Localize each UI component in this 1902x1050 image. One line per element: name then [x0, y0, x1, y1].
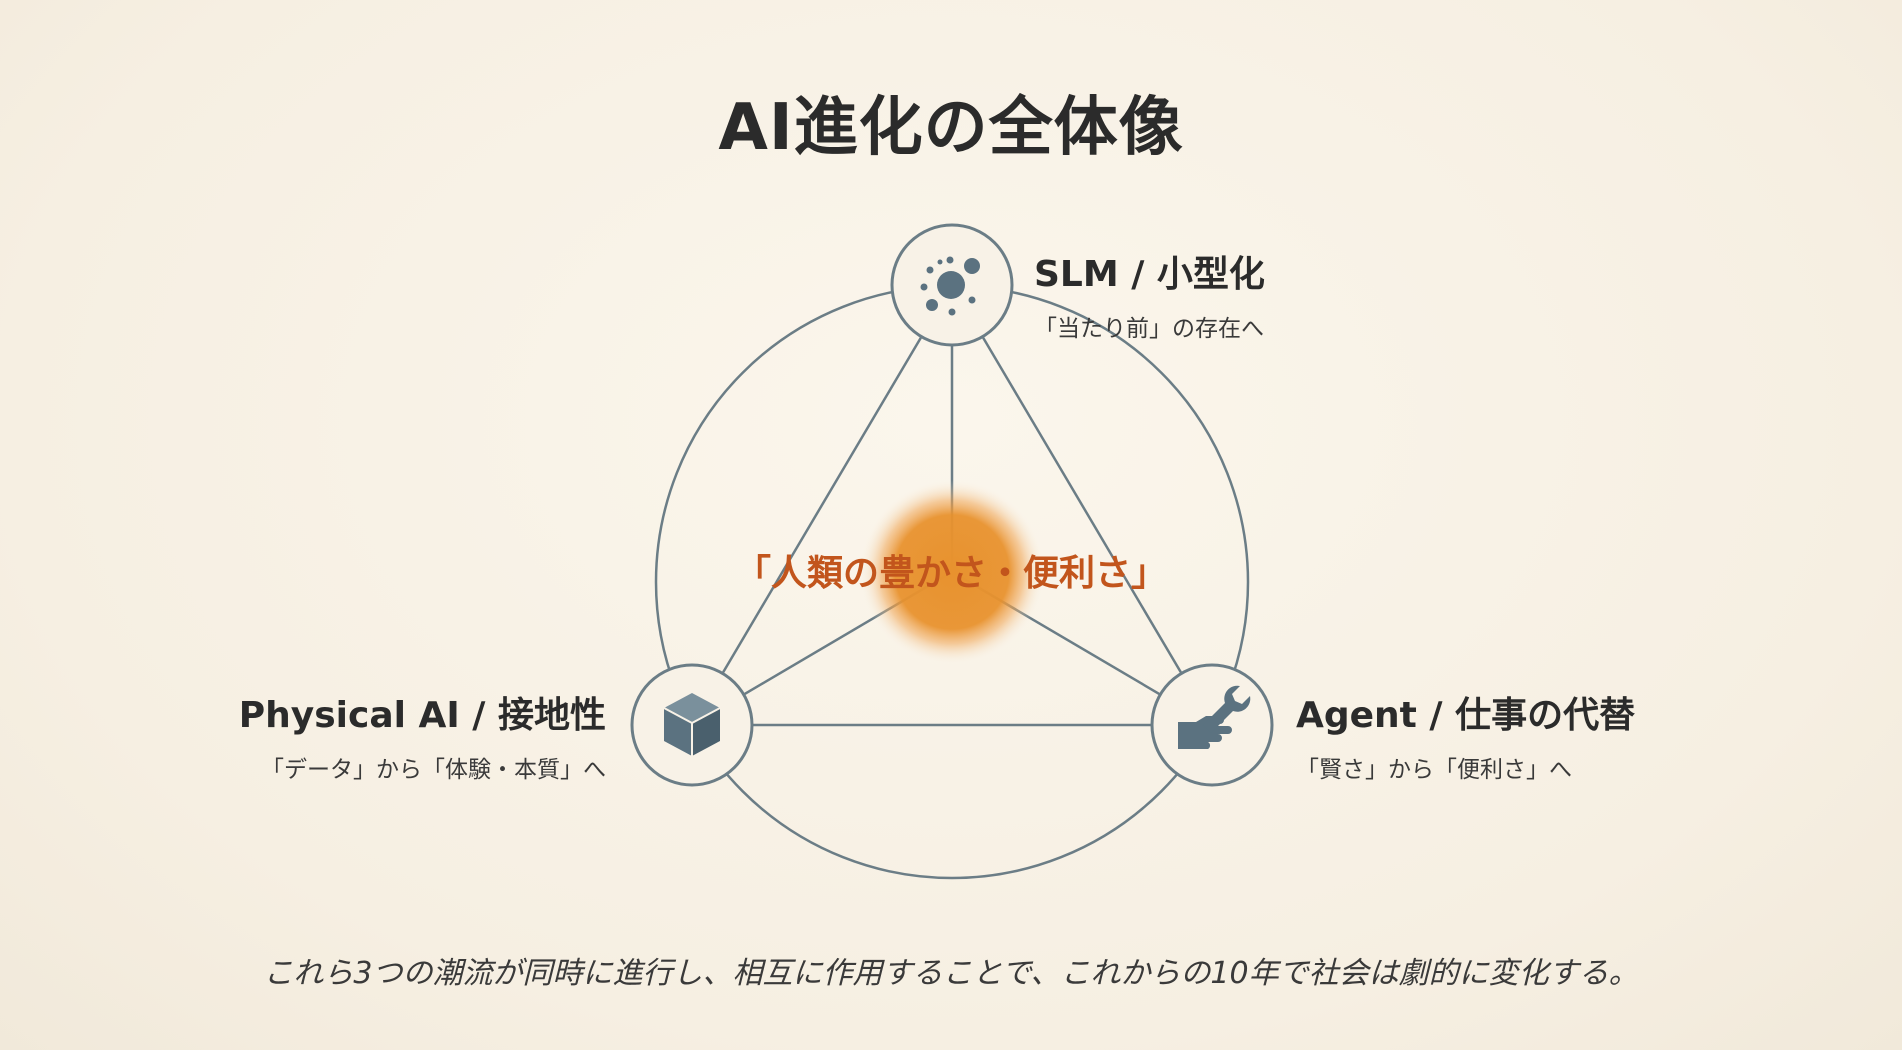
- node-left: [630, 663, 754, 787]
- wrench-hand-icon: [1178, 685, 1251, 749]
- molecule-icon: [920, 256, 980, 316]
- edge-top-right: [950, 284, 1214, 726]
- node-left-label: Physical AI / 接地性 「データ」から「体験・本質」へ: [200, 686, 606, 784]
- node-top-name: SLM / 小型化: [1034, 254, 1265, 295]
- node-left-desc: 「データ」から「体験・本質」へ: [261, 757, 606, 783]
- center-core-label: 「人類の豊かさ・便利さ」: [734, 553, 1167, 594]
- node-right: [1150, 663, 1274, 787]
- center-glow: [860, 480, 1044, 664]
- node-top-desc: 「当たり前」の存在へ: [1034, 316, 1264, 342]
- edge-top-left: [690, 284, 954, 726]
- node-top: [890, 223, 1014, 347]
- node-top-label: SLM / 小型化 「当たり前」の存在へ: [1034, 245, 1265, 343]
- node-right-desc: 「賢さ」から「便利さ」へ: [1296, 757, 1572, 783]
- node-right-name: Agent / 仕事の代替: [1296, 695, 1636, 736]
- node-left-name: Physical AI / 接地性: [238, 695, 606, 736]
- slide-title: AI進化の全体像: [718, 91, 1184, 165]
- cube-icon: [663, 693, 721, 756]
- node-right-label: Agent / 仕事の代替 「賢さ」から「便利さ」へ: [1296, 686, 1635, 784]
- footer-caption: これら3つの潮流が同時に進行し、相互に作用することで、これからの10年で社会は劇…: [263, 956, 1639, 991]
